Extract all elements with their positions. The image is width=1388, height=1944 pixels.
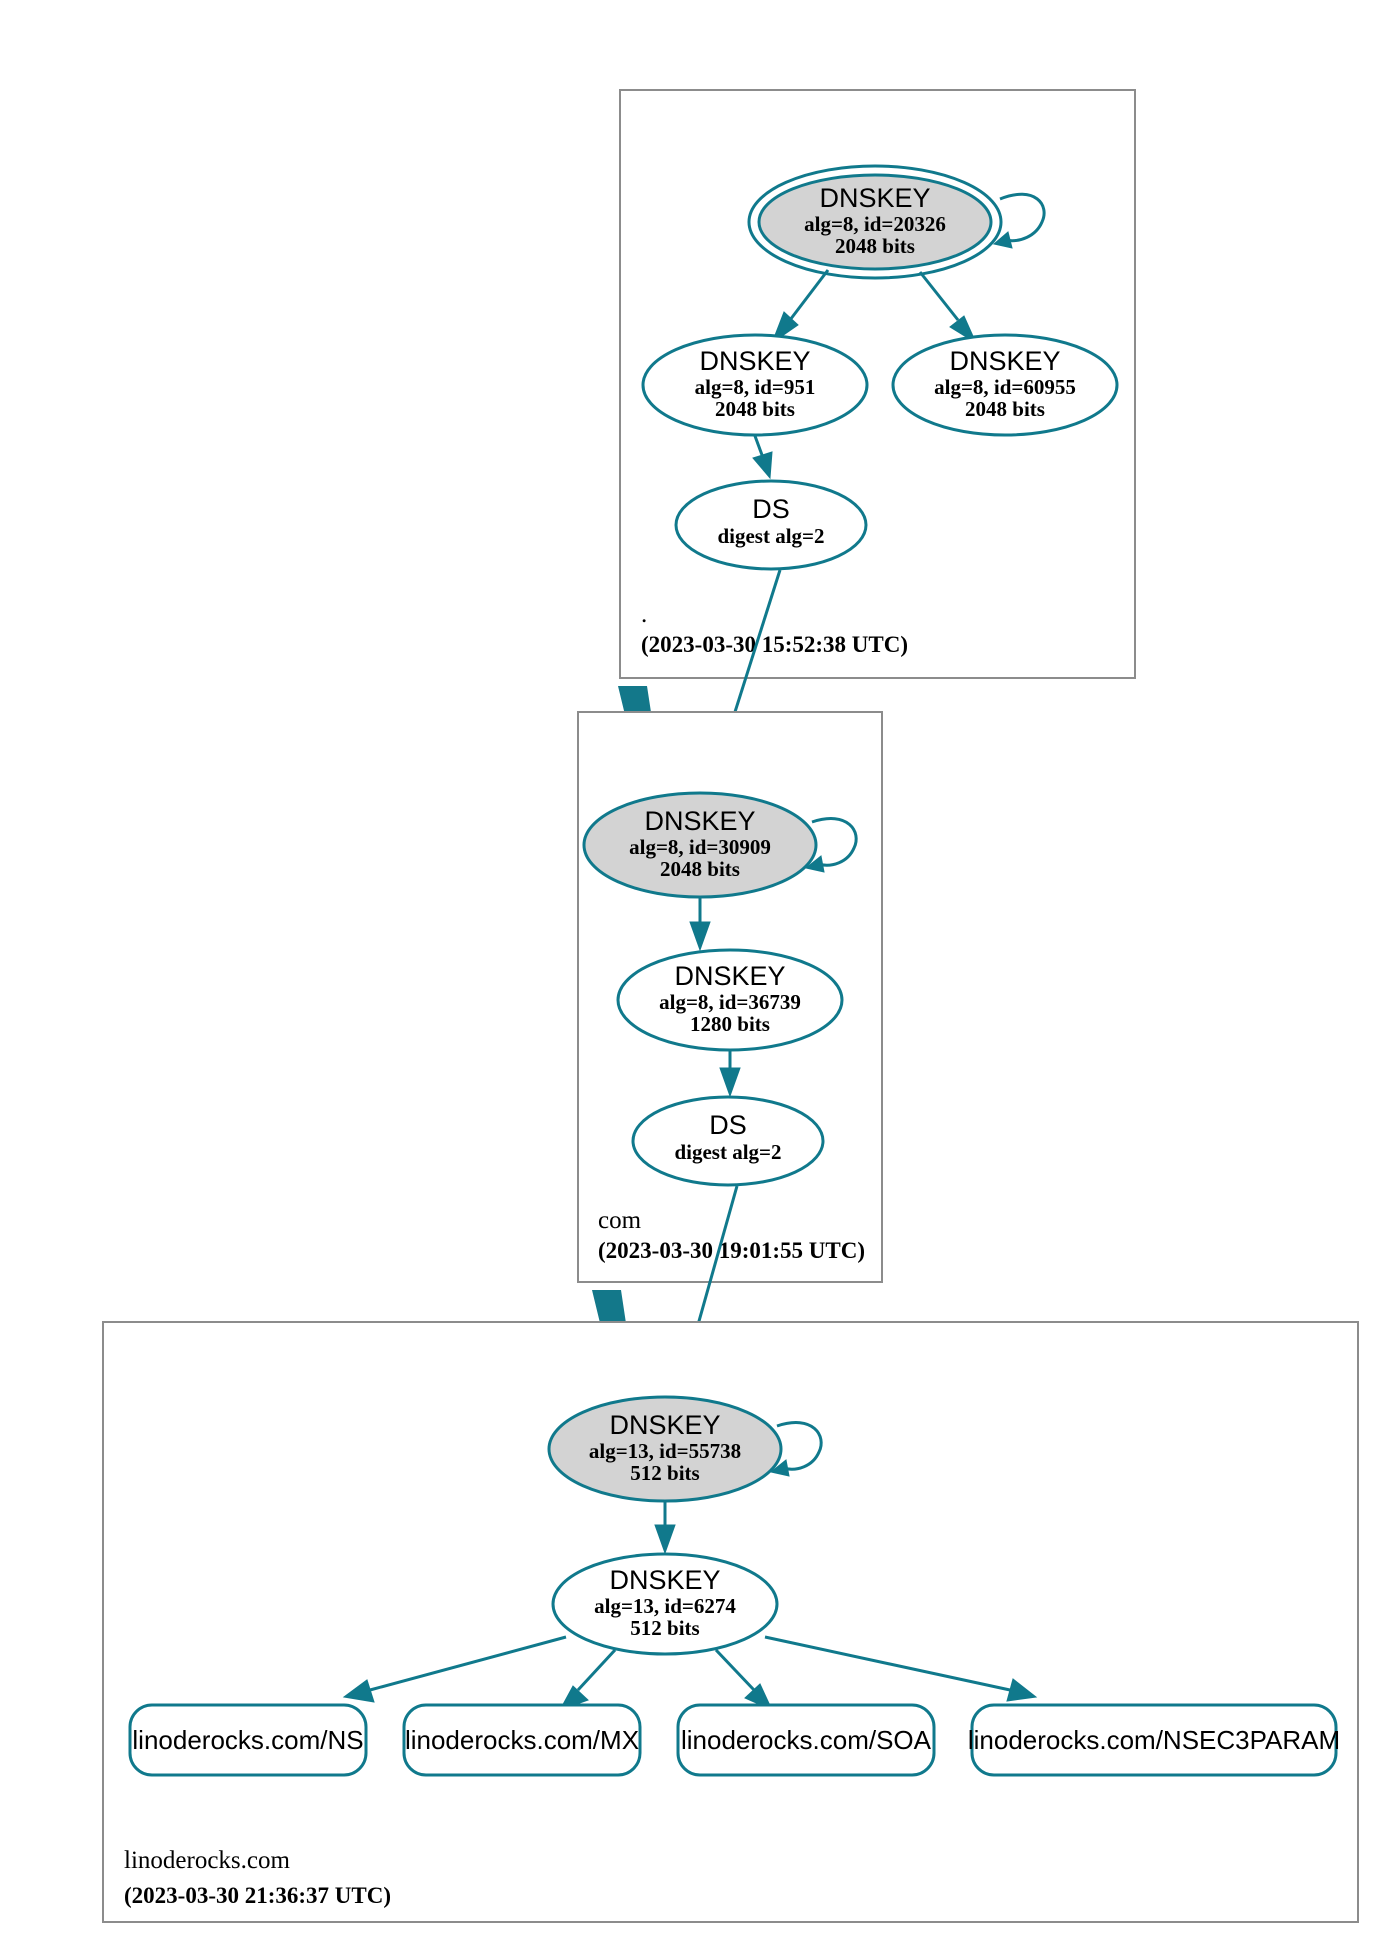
node-com-zsk[interactable]: DNSKEY alg=8, id=36739 1280 bits — [616, 948, 844, 1052]
node-lr-ksk-bits: 512 bits — [630, 1461, 699, 1485]
edge-root-ksk-self-sign-arrowhead — [992, 231, 1013, 249]
edge-root-zsk951-to-ds-arrowhead — [752, 451, 773, 480]
edge-lr-ksk-self-sign — [769, 1421, 823, 1477]
node-lr-zsk-keyinfo: alg=13, id=6274 — [594, 1594, 736, 1618]
node-root-ksk-title: DNSKEY — [819, 183, 930, 213]
zone-cluster-com: DNSKEY alg=8, id=30909 2048 bits DNSKEY … — [577, 711, 883, 1283]
rrset-node-mx[interactable]: linoderocks.com/MX — [402, 1703, 642, 1777]
rrset-box-mx — [402, 1703, 642, 1777]
node-root-zsk-60955-ellipse — [891, 333, 1119, 437]
node-lr-zsk[interactable]: DNSKEY alg=13, id=6274 512 bits — [551, 1552, 779, 1656]
node-root-zsk-60955[interactable]: DNSKEY alg=8, id=60955 2048 bits — [891, 333, 1119, 437]
rrset-node-nsec3param[interactable]: linoderocks.com/NSEC3PARAM — [968, 1703, 1340, 1777]
node-root-ksk[interactable]: DNSKEY alg=8, id=20326 2048 bits — [747, 164, 1003, 280]
edge-lr-ksk-to-zsk — [654, 1502, 676, 1555]
edge-lr-zsk-to-rrset-nsec3param — [764, 1635, 1038, 1702]
node-lr-ksk-title: DNSKEY — [609, 1410, 720, 1440]
zone-timestamp-com: (2023-03-30 19:01:55 UTC) — [598, 1238, 865, 1263]
rrset-label-nsec3param: linoderocks.com/NSEC3PARAM — [968, 1725, 1340, 1755]
node-com-ds-digest: digest alg=2 — [674, 1140, 781, 1164]
node-root-ds[interactable]: DS digest alg=2 — [674, 479, 868, 571]
zone-label-linoderocks: linoderocks.com — [124, 1847, 290, 1874]
node-com-zsk-keyinfo: alg=8, id=36739 — [659, 990, 801, 1014]
rrset-node-ns[interactable]: linoderocks.com/NS — [128, 1703, 368, 1777]
rrset-label-soa: linoderocks.com/SOA — [681, 1725, 932, 1755]
edge-com-zsk-to-ds-arrowhead — [719, 1067, 741, 1098]
edge-com-zsk-to-ds — [719, 1051, 741, 1098]
zone-timestamp-root: (2023-03-30 15:52:38 UTC) — [641, 632, 908, 657]
rrset-box-ns — [128, 1703, 368, 1777]
node-com-ksk-ellipse — [582, 791, 818, 899]
node-com-zsk-ellipse — [616, 948, 844, 1052]
node-root-zsk-951-bits: 2048 bits — [715, 397, 795, 421]
rrset-box-soa — [676, 1703, 936, 1777]
rrset-label-mx: linoderocks.com/MX — [405, 1725, 639, 1755]
node-lr-zsk-ellipse — [551, 1552, 779, 1656]
node-lr-zsk-title: DNSKEY — [609, 1565, 720, 1595]
node-com-ds-title: DS — [709, 1110, 747, 1140]
node-root-zsk-60955-bits: 2048 bits — [965, 397, 1045, 421]
node-root-zsk-951-title: DNSKEY — [699, 346, 810, 376]
zone-cluster-root: DNSKEY alg=8, id=20326 2048 bits DNSKEY … — [619, 89, 1136, 679]
node-com-ds[interactable]: DS digest alg=2 — [631, 1095, 825, 1187]
edge-lr-zsk-to-rrset-nsec3param-arrowhead — [1006, 1678, 1038, 1702]
edge-lr-ksk-to-zsk-arrowhead — [654, 1524, 676, 1555]
node-lr-ksk-keyinfo: alg=13, id=55738 — [589, 1439, 741, 1463]
node-root-zsk-60955-title: DNSKEY — [949, 346, 1060, 376]
zone-label-com: com — [598, 1207, 642, 1234]
node-root-ds-digest: digest alg=2 — [717, 524, 824, 548]
node-root-ksk-outer-ring — [747, 164, 1003, 280]
node-root-zsk-951[interactable]: DNSKEY alg=8, id=951 2048 bits — [641, 333, 869, 437]
rrset-node-soa[interactable]: linoderocks.com/SOA — [676, 1703, 936, 1777]
edge-com-ksk-to-zsk-arrowhead — [689, 921, 711, 952]
node-lr-zsk-bits: 512 bits — [630, 1616, 699, 1640]
edge-root-zsk951-to-ds — [752, 435, 773, 480]
node-root-zsk-951-keyinfo: alg=8, id=951 — [695, 375, 816, 399]
node-com-ksk[interactable]: DNSKEY alg=8, id=30909 2048 bits — [582, 791, 818, 899]
edge-lr-ksk-self-sign-arrowhead — [769, 1459, 790, 1477]
node-com-ds-ellipse — [631, 1095, 825, 1187]
zone-cluster-linoderocks: DNSKEY alg=13, id=55738 512 bits DNSKEY … — [102, 1321, 1359, 1923]
node-root-ksk-ellipse — [757, 173, 993, 271]
edge-com-ksk-to-zsk — [689, 898, 711, 952]
node-lr-ksk[interactable]: DNSKEY alg=13, id=55738 512 bits — [547, 1395, 783, 1503]
edge-lr-zsk-to-rrset-ns-arrowhead — [342, 1679, 375, 1703]
zone-timestamp-linoderocks: (2023-03-30 21:36:37 UTC) — [124, 1883, 391, 1908]
edge-root-ksk-self-sign — [992, 192, 1046, 249]
node-com-zsk-bits: 1280 bits — [690, 1012, 770, 1036]
node-lr-ksk-ellipse — [547, 1395, 783, 1503]
node-com-ksk-bits: 2048 bits — [660, 857, 740, 881]
zone-label-root: . — [641, 601, 647, 628]
edge-com-ksk-self-sign-arrowhead — [804, 855, 825, 873]
node-com-ksk-title: DNSKEY — [644, 806, 755, 836]
node-root-ksk-keyinfo: alg=8, id=20326 — [804, 212, 946, 236]
node-root-ksk-bits: 2048 bits — [835, 234, 915, 258]
edge-lr-zsk-to-rrset-ns — [342, 1635, 567, 1703]
rrset-label-ns: linoderocks.com/NS — [132, 1725, 363, 1755]
node-root-ds-ellipse — [674, 479, 868, 571]
node-root-ds-title: DS — [752, 494, 790, 524]
node-com-ksk-keyinfo: alg=8, id=30909 — [629, 835, 771, 859]
rrset-box-nsec3param — [970, 1703, 1338, 1777]
node-root-zsk-951-ellipse — [641, 333, 869, 437]
node-root-zsk-60955-keyinfo: alg=8, id=60955 — [934, 375, 1076, 399]
node-com-zsk-title: DNSKEY — [674, 961, 785, 991]
edge-com-ksk-self-sign — [804, 817, 858, 873]
